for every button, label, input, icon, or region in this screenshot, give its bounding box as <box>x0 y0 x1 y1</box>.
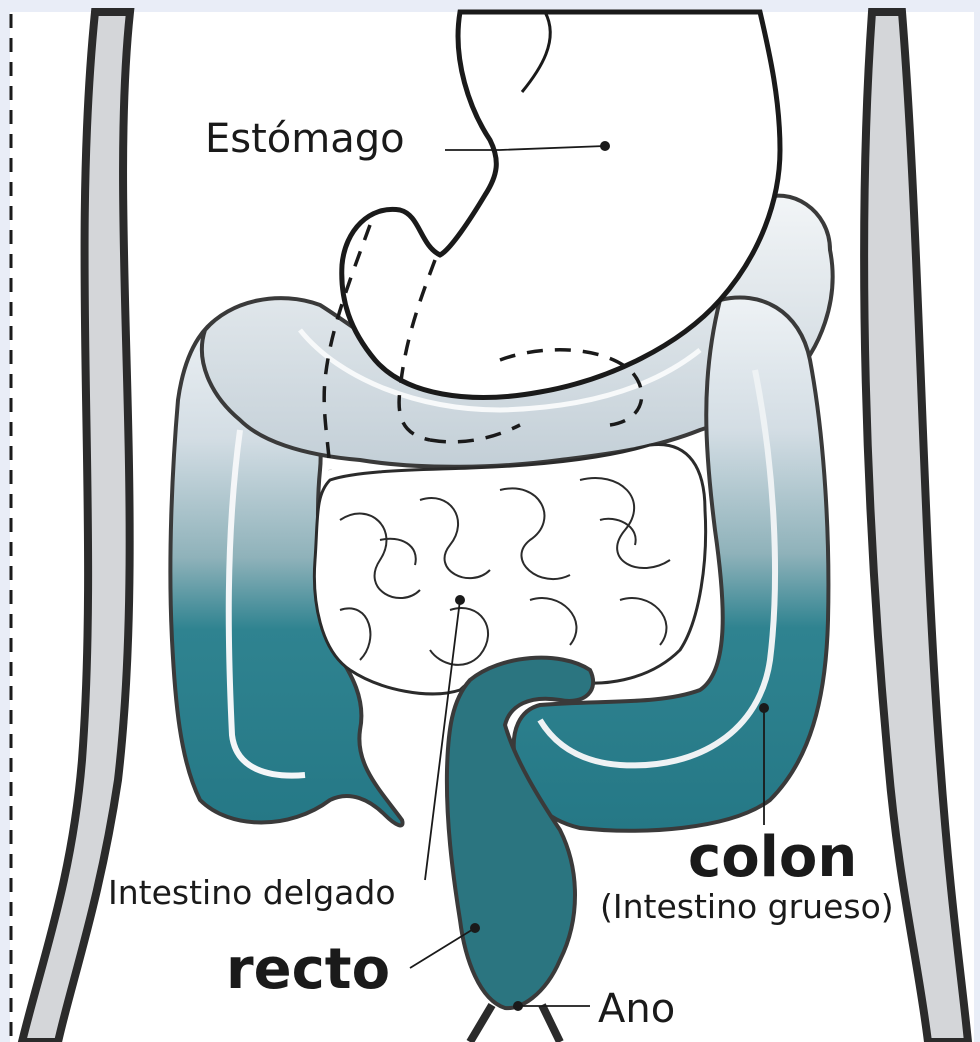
label-rectum: recto <box>226 937 390 1002</box>
small-intestine <box>314 444 705 693</box>
label-stomach: Estómago <box>205 116 405 162</box>
colon-dot <box>759 703 769 713</box>
anus-dot <box>513 1001 523 1011</box>
label-colon-sub: (Intestino grueso) <box>600 887 894 926</box>
label-anus: Ano <box>598 986 675 1032</box>
label-small-intestine: Intestino delgado <box>108 873 396 912</box>
label-colon: colon <box>688 825 857 890</box>
stomach-dot <box>600 141 610 151</box>
rectum-dot <box>470 923 480 933</box>
small-intestine-dot <box>455 595 465 605</box>
